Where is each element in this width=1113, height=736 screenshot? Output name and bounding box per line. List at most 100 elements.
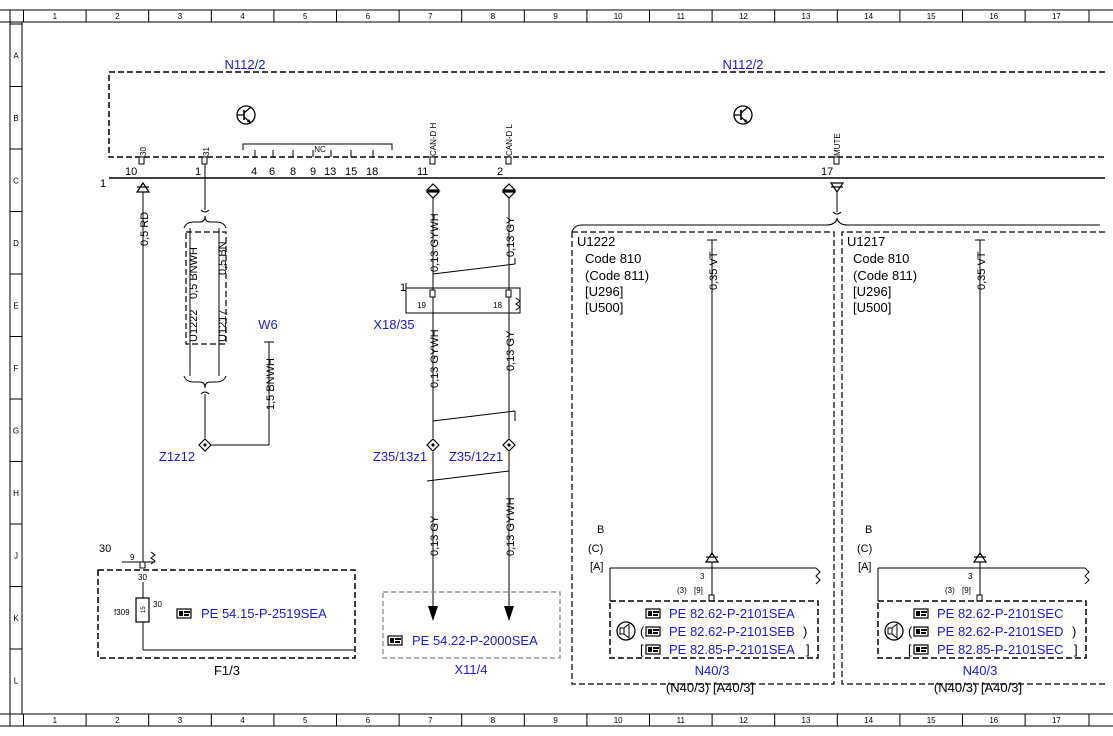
splice-icon <box>198 438 212 452</box>
code-title: U1217 <box>847 234 885 249</box>
code-line: [U296] <box>585 284 623 299</box>
w6-label[interactable]: W6 <box>258 317 278 332</box>
ref-link[interactable]: PE 82.62-P-2101SEC <box>937 606 1063 621</box>
grid-column-label: 1 <box>53 12 58 21</box>
pin-number: (3) <box>945 586 955 595</box>
pin-number: 15 <box>345 166 357 178</box>
code-line: (Code 811) <box>853 268 917 283</box>
z1z12-label[interactable]: Z1z12 <box>159 449 195 464</box>
grid-frame <box>0 9 1113 727</box>
ref-link[interactable]: PE 82.62-P-2101SEA <box>669 606 795 621</box>
grid-column-label: 5 <box>303 716 308 725</box>
x18-35-label[interactable]: X18/35 <box>373 317 414 332</box>
f1-3-box <box>97 551 356 659</box>
grid-column-label: 11 <box>677 716 686 725</box>
variant-a: [A] <box>590 561 603 573</box>
grid-column-label: 8 <box>491 716 496 725</box>
grid-column-label: 10 <box>614 12 623 21</box>
ref-link[interactable]: PE 82.85-P-2101SEA <box>669 642 795 657</box>
connector-pin: 18 <box>493 301 502 310</box>
grid-column-label: 17 <box>1052 716 1061 725</box>
bracket: [ <box>640 642 644 657</box>
code-line: [U296] <box>853 284 891 299</box>
connector-pin: 19 <box>417 301 426 310</box>
grid-column-label: 4 <box>240 12 245 21</box>
wire-code: U1222 <box>188 310 200 342</box>
ref-link[interactable]: PE 82.62-P-2101SEB <box>669 624 795 639</box>
pin-number: 9 <box>310 166 316 178</box>
x11-4-label[interactable]: X11/4 <box>454 662 487 677</box>
grid-row-label: F <box>14 364 19 373</box>
grid-row-label: A <box>13 51 19 60</box>
pin-number: 4 <box>251 166 257 178</box>
wire-label: 0,5 BNWH <box>188 247 200 299</box>
grid-row-label: E <box>13 301 18 310</box>
n40-3-left-label[interactable]: N40/3 <box>695 663 730 678</box>
variant-b: B <box>597 524 604 536</box>
grid-column-label: 14 <box>864 12 873 21</box>
wire-mute <box>571 182 1100 233</box>
variant-c: (C) <box>857 543 872 555</box>
code-line: [U500] <box>585 300 623 315</box>
grid-column-label: 2 <box>115 12 120 21</box>
pin-label: 30 <box>139 147 148 156</box>
grid-column-label: 7 <box>428 12 433 21</box>
code-line: Code 810 <box>853 251 909 266</box>
pin-number: [9] <box>694 586 703 595</box>
wire-vt-right <box>877 239 1090 602</box>
n112-label-left[interactable]: N112/2 <box>225 57 266 72</box>
code-line: (Code 811) <box>585 268 649 283</box>
grid-column-label: 17 <box>1052 12 1061 21</box>
variant-b: B <box>865 524 872 536</box>
pointing-hand-icon <box>645 644 661 655</box>
wire-label: 0,13 GY <box>505 330 517 371</box>
variant-c: (C) <box>588 543 603 555</box>
grid-column-label: 16 <box>989 12 998 21</box>
grid-column-label: 5 <box>303 12 308 21</box>
grid-column-label: 6 <box>366 716 371 725</box>
n112-housing <box>108 71 1105 179</box>
pin-label: CAN-D L <box>505 123 514 156</box>
bracket: ( <box>908 624 913 639</box>
transistor-icon <box>236 105 256 125</box>
ref-link[interactable]: PE 82.62-P-2101SED <box>937 624 1063 639</box>
ref-link[interactable]: PE 54.22-P-2000SEA <box>412 633 538 648</box>
pin-label: 31 <box>202 147 211 156</box>
n112-label-right[interactable]: N112/2 <box>723 57 764 72</box>
grid-column-label: 12 <box>739 716 748 725</box>
pin-label: MUTE <box>833 133 842 156</box>
wire-label: 0,13 GYWH <box>505 497 517 556</box>
grid-column-label: 9 <box>553 716 558 725</box>
z35-12z1-label[interactable]: Z35/12z1 <box>449 449 503 464</box>
grid-column-label: 6 <box>366 12 371 21</box>
pointing-hand-icon <box>645 608 661 619</box>
grid-column-label: 15 <box>927 12 936 21</box>
grid-row-label: J <box>14 551 18 560</box>
n40-3-right-label[interactable]: N40/3 <box>963 663 998 678</box>
grid-column-label: 10 <box>614 716 623 725</box>
x11-4-box <box>382 591 561 659</box>
speaker-icon <box>884 621 904 641</box>
pointing-hand-icon <box>913 644 929 655</box>
grid-column-label: 4 <box>240 716 245 725</box>
code-line: [U500] <box>853 300 891 315</box>
grid-column-label: 3 <box>178 716 183 725</box>
pointing-hand-icon <box>913 626 929 637</box>
f1-3-label: F1/3 <box>214 663 240 678</box>
grid-column-label: 7 <box>428 716 433 725</box>
pin-label: CAN-D H <box>429 122 438 156</box>
code-title: U1222 <box>577 234 615 249</box>
code-box-left <box>571 231 835 685</box>
pin-number: 13 <box>324 166 336 178</box>
grid-column-label: 12 <box>739 12 748 21</box>
grid-row-label: C <box>13 176 19 185</box>
grid-row-label: G <box>13 426 19 435</box>
ref-link[interactable]: PE 54.15-P-2519SEA <box>201 606 327 621</box>
z35-13z1-label[interactable]: Z35/13z1 <box>373 449 427 464</box>
bracket: ] <box>1074 642 1078 657</box>
pin-number: 2 <box>497 166 503 178</box>
fuse-pin: 9 <box>130 553 135 562</box>
ref-link[interactable]: PE 82.85-P-2101SEC <box>937 642 1063 657</box>
